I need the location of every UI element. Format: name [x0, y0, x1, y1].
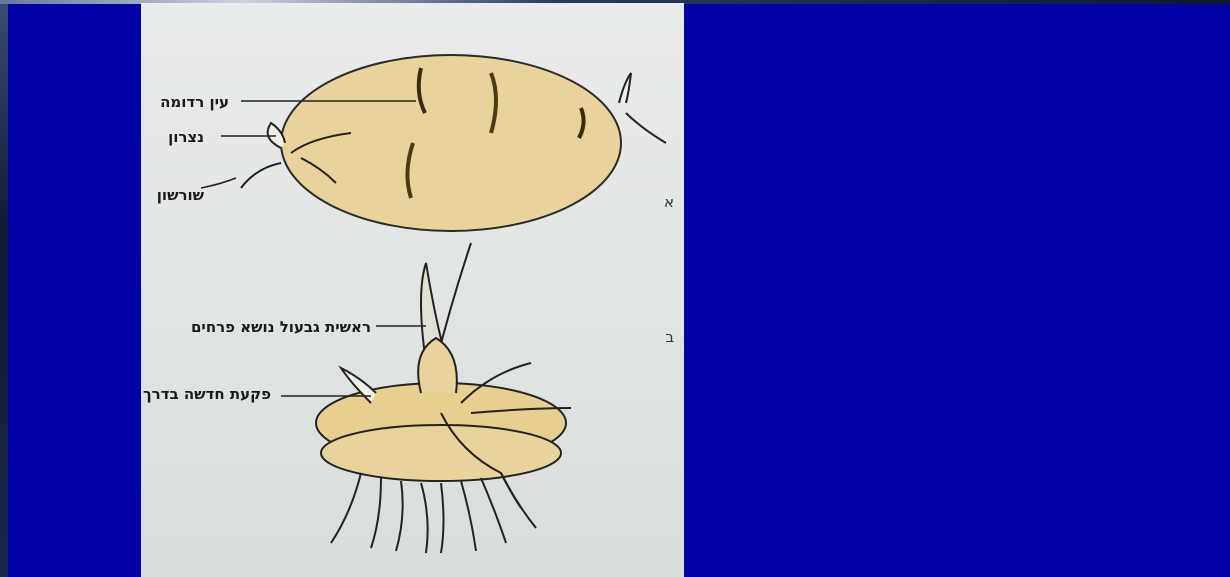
left-edge-shadow	[0, 4, 8, 577]
label-flower-stem-apex: ראשית גבעול נושא פרחים	[191, 318, 371, 336]
scanned-illustration: עין רדומה נצרון שורשון ראשית גבעול נושא …	[141, 3, 684, 577]
label-rootlet: שורשון	[157, 186, 204, 204]
label-new-corm: פקעת חדשה בדרך	[143, 385, 271, 403]
label-dormant-eye: עין רדומה	[160, 93, 229, 111]
potato-tuber-icon	[201, 55, 666, 231]
figure-letter-b: ב	[665, 328, 674, 346]
figure-letter-a: א	[664, 193, 674, 211]
corm-with-roots-icon	[281, 243, 571, 553]
botany-drawing	[141, 3, 684, 577]
label-shoot: נצרון	[168, 128, 204, 146]
